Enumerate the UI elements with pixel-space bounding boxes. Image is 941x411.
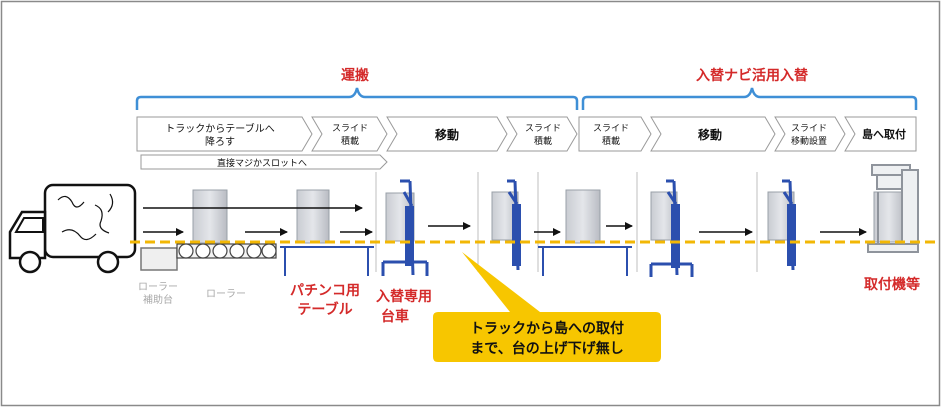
step-chevron-1	[136, 116, 313, 152]
step-7-line2: 移動設置	[791, 135, 827, 147]
callout-line1: トラックから島への取付	[470, 320, 624, 337]
callout-line2: まで、台の上げ下げ無し	[470, 340, 623, 357]
step-chevron-6	[650, 116, 776, 152]
step-5-line1: スライド	[593, 123, 629, 134]
truck-icon	[8, 183, 137, 274]
cart-icon	[381, 179, 796, 277]
step-3-line1: 移動	[435, 127, 459, 142]
step-4-line1: スライド	[525, 123, 561, 134]
step-chevron-3	[386, 116, 508, 152]
step-chevron-8	[844, 116, 917, 152]
section-title-transport: 運搬	[341, 67, 369, 84]
roller	[176, 243, 277, 259]
label-cart-line1: 入替専用	[376, 288, 432, 305]
label-cart-line2: 台車	[381, 308, 409, 325]
roller-stand	[140, 247, 178, 271]
label-pachinko-table-line1: パチンコ用	[290, 283, 360, 299]
step-7-line1: スライド	[791, 123, 827, 134]
step-8-line1: 島へ取付	[862, 127, 906, 141]
bracket-transport	[135, 87, 579, 110]
label-roller-stand-line2: 補助台	[143, 293, 173, 306]
step-chevron-2	[311, 116, 388, 152]
label-roller-stand-line1: ローラー	[138, 281, 178, 293]
step-chevron-7	[774, 116, 846, 152]
mount-machine-icon	[867, 164, 919, 253]
step-2-line1: スライド	[332, 123, 368, 134]
machine-icon	[192, 189, 905, 244]
step-1-line1: トラックからテーブルへ	[165, 122, 274, 135]
step-chevron-5	[578, 116, 652, 152]
step-4-line2: 積載	[534, 135, 552, 147]
sub-note: 直接マジかスロットへ	[217, 157, 307, 169]
pachinko-table	[280, 246, 632, 276]
section-title-replace: 入替ナビ活用入替	[696, 67, 809, 84]
step-1-line2: 降ろす	[205, 135, 235, 148]
step-chevron-4	[506, 116, 578, 152]
step-5-line2: 積載	[602, 135, 620, 147]
bracket-replace	[581, 87, 918, 110]
label-pachinko-table-line2: テーブル	[297, 301, 352, 318]
step-6-line1: 移動	[698, 127, 722, 142]
step-2-line2: 積載	[341, 135, 359, 147]
callout: トラックから島への取付 まで、台の上げ下げ無し	[433, 252, 661, 362]
arrow-icon	[143, 204, 867, 236]
sub-note-bar	[140, 154, 388, 170]
label-mount: 取付機等	[864, 276, 920, 293]
label-roller: ローラー	[206, 288, 246, 300]
